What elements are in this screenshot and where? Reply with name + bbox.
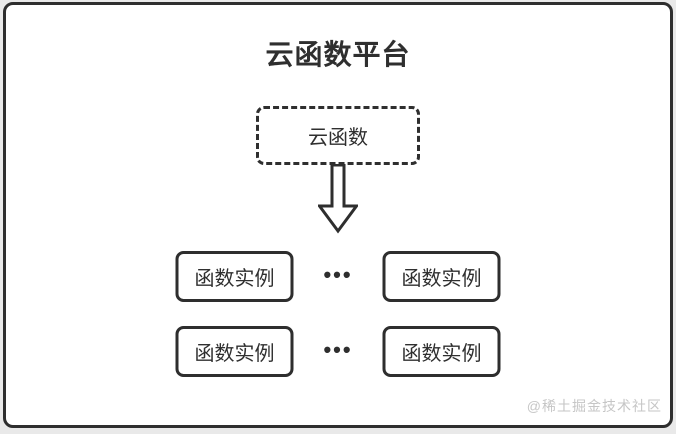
diagram-frame: 云函数平台 云函数 函数实例 ••• 函数实例 函数实例 ••• 函数实例 @稀… [3, 2, 673, 428]
function-instance-label: 函数实例 [401, 268, 482, 290]
function-instance-label: 函数实例 [194, 343, 275, 365]
cloud-function-box: 云函数 [256, 106, 420, 165]
diagram-title: 云函数平台 [265, 39, 411, 70]
instance-rows: 函数实例 ••• 函数实例 函数实例 ••• 函数实例 [175, 251, 501, 377]
arrow-down-icon [318, 164, 358, 234]
function-instance-box: 函数实例 [175, 326, 294, 377]
instance-row: 函数实例 ••• 函数实例 [175, 326, 501, 377]
function-instance-label: 函数实例 [194, 268, 275, 290]
function-instance-box: 函数实例 [175, 251, 294, 302]
function-instance-box: 函数实例 [382, 326, 501, 377]
ellipsis-dots: ••• [323, 261, 353, 287]
cloud-function-label: 云函数 [308, 127, 368, 149]
ellipsis-dots: ••• [323, 336, 353, 362]
instance-row: 函数实例 ••• 函数实例 [175, 251, 501, 302]
function-instance-box: 函数实例 [382, 251, 501, 302]
watermark-text: @稀土掘金技术社区 [526, 398, 662, 414]
function-instance-label: 函数实例 [401, 343, 482, 365]
